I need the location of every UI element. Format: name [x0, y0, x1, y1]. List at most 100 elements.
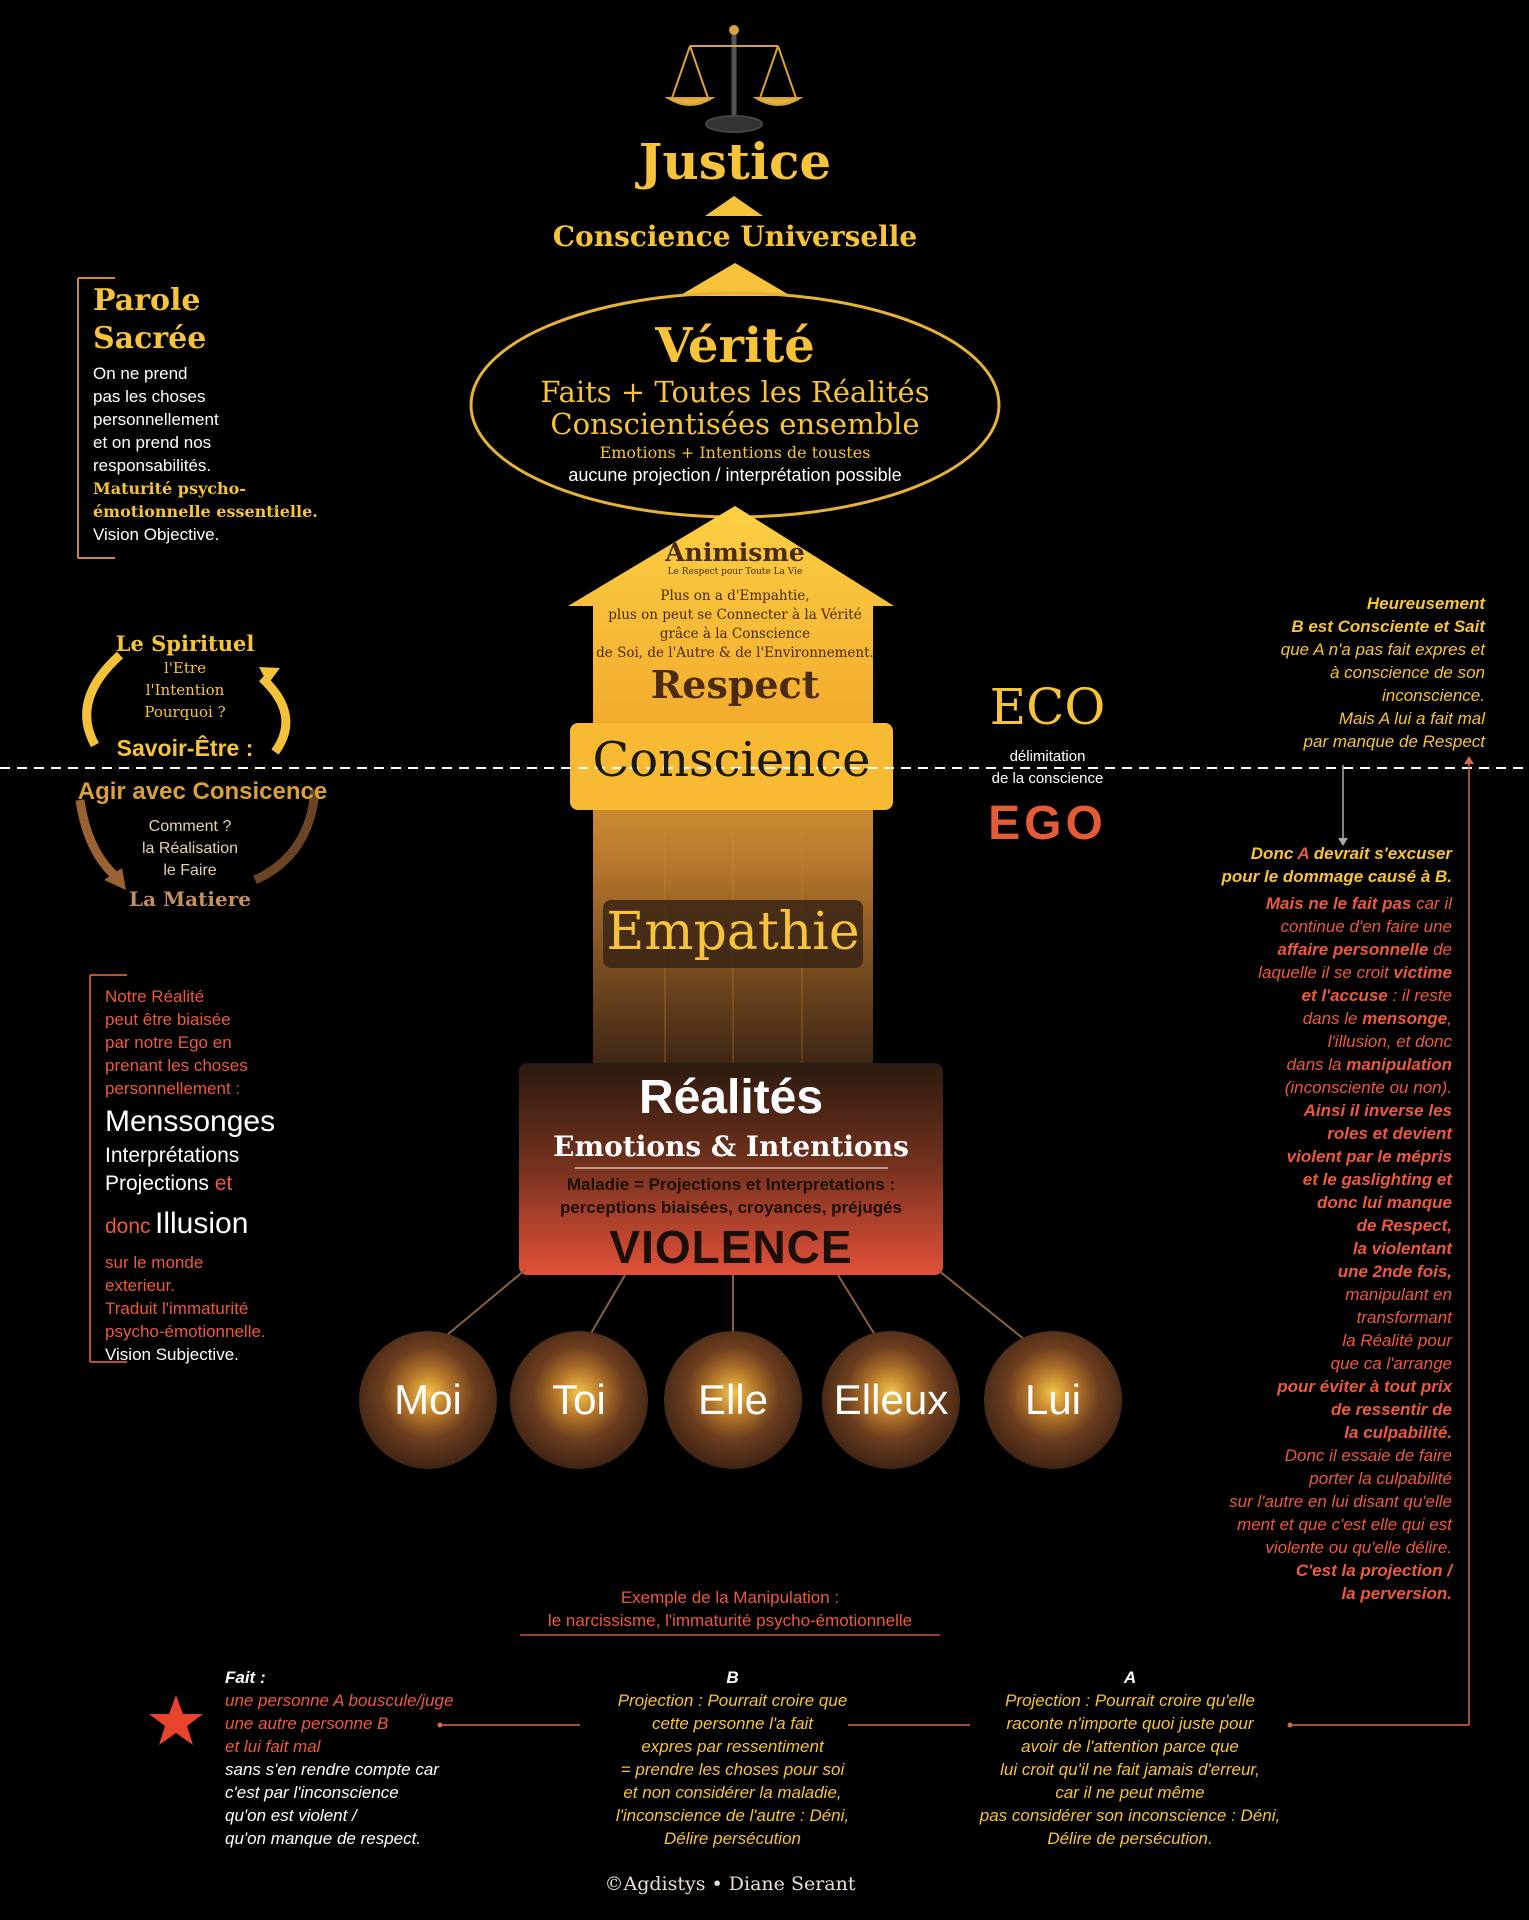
explanation-segment: donc lui manque — [1316, 1193, 1452, 1212]
explanation-line: transformant — [1140, 1306, 1452, 1329]
explanation-segment: affaire personnelle — [1277, 940, 1429, 959]
explanation-segment: manipulant en — [1345, 1285, 1452, 1304]
cycle-bottom-lines: Comment ? la Réalisation le Faire — [110, 816, 270, 882]
donc-a-letter: A — [1297, 844, 1310, 863]
notre-realite-line: prenant les choses — [105, 1056, 248, 1075]
explanation-line: roles et devient — [1140, 1122, 1452, 1145]
explanation-line: porter la culpabilité — [1140, 1467, 1452, 1490]
fait-red-line: et lui fait mal — [225, 1737, 321, 1756]
cycle-matiere: La Matiere — [129, 887, 251, 911]
explanation-line: sur l'autre en lui disant qu'elle — [1140, 1490, 1452, 1513]
cycle-spirituel: Le Spirituel — [115, 631, 255, 656]
donc-a-block: Donc A devrait s'excuser pour le dommage… — [1150, 842, 1452, 888]
notre-realite-line: Notre Réalité — [105, 987, 205, 1006]
cycle-etre: l'Etre — [164, 659, 206, 677]
person-elle: Elle — [664, 1331, 802, 1469]
delimitation-1: délimitation — [1009, 748, 1086, 765]
fait-white-line: sans s'en rendre compte car — [225, 1760, 439, 1779]
explanation-segment: (inconsciente ou non). — [1284, 1078, 1452, 1097]
notre-realite-block: Notre Réalité peut être biaisée par notr… — [105, 985, 405, 1366]
maladie-line2: perceptions biaisées, croyances, préjugé… — [559, 1198, 903, 1217]
explanation-segment: Mais ne le fait pas — [1265, 894, 1412, 913]
b-line: et non considérer la maladie, — [623, 1783, 842, 1802]
respect-label: Respect — [650, 662, 820, 707]
explanation-segment: la perversion. — [1341, 1584, 1452, 1603]
fait-white-line: c'est par l'inconscience — [225, 1783, 399, 1802]
cycle-top-lines: l'Etre l'Intention Pourquoi ? — [120, 657, 250, 723]
realites-title: Réalités — [638, 1071, 824, 1124]
b-label: B — [726, 1668, 739, 1687]
parole-line: personnellement — [93, 410, 219, 429]
explanation-segment: de — [1428, 940, 1452, 959]
ego-label: EGO — [988, 797, 1107, 850]
fait-white-line: qu'on est violent / — [225, 1806, 357, 1825]
explanation-segment: laquelle il se croit — [1258, 963, 1394, 982]
conscience-universelle: Conscience Universelle — [552, 220, 918, 253]
heureusement-label: Heureusement — [1366, 594, 1485, 613]
parole-line: et on prend nos — [93, 433, 212, 452]
explanation-segment: porter la culpabilité — [1309, 1469, 1452, 1488]
explanation-line: affaire personnelle de — [1140, 938, 1453, 961]
person-moi: Moi — [359, 1331, 497, 1469]
explanation-segment: et le gaslighting et — [1302, 1170, 1452, 1189]
explanation-line: C'est la projection / — [1140, 1559, 1452, 1582]
heureusement-line: par manque de Respect — [1303, 732, 1485, 751]
explanation-segment: une 2nde fois, — [1337, 1262, 1452, 1281]
parole-sacree-block: Parole Sacrée On ne prend pas les choses… — [93, 282, 353, 546]
explanation-segment: l'illusion, et donc — [1327, 1032, 1452, 1051]
verite-line3: Emotions + Intentions de toustes — [599, 443, 871, 462]
notre-realite-line: peut être biaisée — [105, 1010, 231, 1029]
fait-red-line: une personne A bouscule/juge — [225, 1691, 454, 1710]
explanation-line: la culpabilité. — [1140, 1421, 1452, 1444]
maladie-line1: Maladie = Projections et Interpretations… — [566, 1175, 896, 1194]
heureusement-line: que A n'a pas fait expres et — [1280, 640, 1485, 659]
explanation-segment: de ressentir de — [1331, 1400, 1452, 1419]
delimitation-2: de la conscience — [991, 770, 1104, 787]
notre-realite-line2: sur le monde — [105, 1253, 204, 1272]
explanation-line: de ressentir de — [1140, 1398, 1452, 1421]
empathie-label: Empathie — [606, 902, 860, 962]
b-consciente-label: B est Consciente et Sait — [1291, 617, 1485, 636]
explanation-line: de Respect, — [1140, 1214, 1452, 1237]
person-lui: Lui — [984, 1331, 1122, 1469]
a-line: raconte n'importe quoi juste pour — [1006, 1714, 1254, 1733]
explanation-line: violent par le mépris — [1140, 1145, 1452, 1168]
explanation-line: violente ou qu'elle délire. — [1140, 1536, 1452, 1559]
explanation-segment: , — [1447, 1009, 1452, 1028]
arrow-text-line: Plus on a d'Empahtie, — [660, 588, 810, 604]
fait-label: Fait : — [225, 1668, 266, 1687]
animisme-title: Animisme — [665, 538, 805, 567]
violence-label: VIOLENCE — [609, 1221, 853, 1273]
eco-label: ECO — [989, 678, 1106, 736]
explanation-line: donc lui manque — [1140, 1191, 1452, 1214]
donc-a-text2: devrait s'excuser — [1309, 844, 1452, 863]
cycle-faire: le Faire — [163, 862, 217, 879]
explanation-segment: la Réalité pour — [1342, 1331, 1452, 1350]
fait-red-line: une autre personne B — [225, 1714, 389, 1733]
explanation-segment: car il — [1411, 894, 1452, 913]
b-block: B Projection : Pourrait croire que cette… — [580, 1666, 885, 1850]
a-line: pas considérer son inconscience : Déni, — [979, 1806, 1281, 1825]
a-label: A — [1123, 1668, 1137, 1687]
parole-gold-line: Maturité psycho- — [93, 479, 246, 498]
cycle-realisation: la Réalisation — [141, 840, 239, 857]
person-toi: Toi — [510, 1331, 648, 1469]
explanation-segment: continue d'en faire une — [1280, 917, 1453, 936]
animisme-sub: Le Respect pour Toute La Vie — [667, 567, 803, 577]
parole-line: responsabilités. — [93, 456, 212, 475]
verite-line2: Conscientisées ensemble — [550, 407, 920, 441]
explanation-segment: que ca l'arrange — [1330, 1354, 1452, 1373]
explanation-line: une 2nde fois, — [1140, 1260, 1452, 1283]
verite-line1: Faits + Toutes les Réalités — [540, 375, 930, 409]
a-line: avoir de l'attention parce que — [1021, 1737, 1239, 1756]
person-elleux: Elleux — [822, 1331, 960, 1469]
exemple-line2: le narcissisme, l'immaturité psycho-émot… — [547, 1611, 913, 1630]
arrow-text: Plus on a d'Empahtie, plus on peut se Co… — [590, 587, 880, 663]
explanation-segment: sur l'autre en lui disant qu'elle — [1229, 1492, 1452, 1511]
explanation-line: Ainsi il inverse les — [1140, 1099, 1452, 1122]
parole-title2: Sacrée — [93, 321, 207, 356]
explanation-segment: victime — [1393, 963, 1452, 982]
explanation-segment: mensonge — [1362, 1009, 1448, 1028]
explanation-line: dans le mensonge, — [1140, 1007, 1452, 1030]
